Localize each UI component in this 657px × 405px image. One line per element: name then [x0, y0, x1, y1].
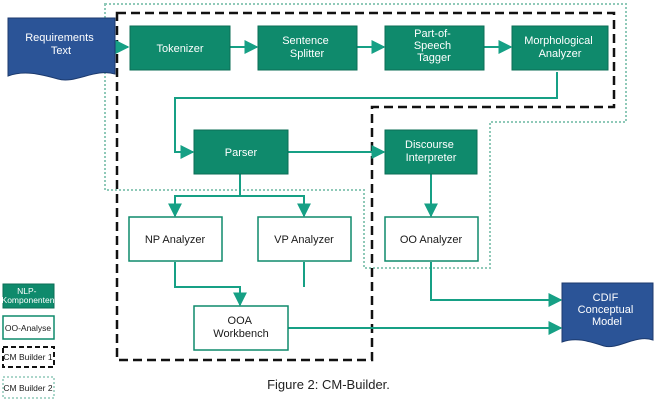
cdif-line-3: Model	[592, 316, 622, 328]
discourse-interpreter-node: Discourse Interpreter	[384, 129, 478, 175]
ooa-workbench-line-2: Workbench	[213, 328, 268, 340]
cdif-line-1: CDIF	[593, 292, 619, 304]
pos-tagger-line-2: Speech	[414, 40, 451, 52]
legend-oo-label: OO-Analyse	[5, 323, 52, 333]
arrow-parser-vp	[240, 195, 311, 218]
tokenizer-node: Tokenizer	[129, 25, 231, 71]
arrow-parser-np	[168, 174, 241, 218]
np-analyzer-label: NP Analyzer	[145, 234, 206, 246]
legend-oo: OO-Analyse	[2, 315, 55, 340]
ooa-workbench-line-1: OOA	[228, 315, 253, 327]
svg-text:Sentence Splitter: Sentence Splitter	[282, 35, 332, 60]
cdif-conceptual-model-node: CDIF Conceptual Model	[561, 282, 654, 348]
svg-text:Requirements Text: Requirements Text	[25, 32, 97, 57]
sentence-splitter-line-2: Splitter	[290, 48, 325, 60]
legend-nlp-line-2: Komponenten	[2, 295, 55, 305]
morphological-analyzer-line-2: Analyzer	[539, 48, 582, 60]
sentence-splitter-node: Sentence Splitter	[257, 25, 358, 71]
cm-builder-1-boundary	[115, 11, 616, 362]
vp-analyzer-label: VP Analyzer	[274, 234, 334, 246]
connectors	[115, 40, 563, 335]
legend-cm2-label: CM Builder 2	[3, 383, 52, 393]
ooa-workbench-node: OOA Workbench	[193, 305, 289, 351]
sentence-splitter-line-1: Sentence	[282, 35, 328, 47]
legend-cm2: CM Builder 2	[2, 376, 55, 399]
cm-builder-2-boundary	[104, 3, 627, 269]
discourse-interpreter-line-2: Interpreter	[406, 152, 457, 164]
discourse-interpreter-line-1: Discourse	[405, 139, 454, 151]
svg-text:Discourse Interpreter: Discourse Interpreter	[405, 139, 457, 164]
vp-analyzer-node: VP Analyzer	[257, 216, 352, 262]
np-analyzer-node: NP Analyzer	[128, 216, 223, 262]
legend: NLP- Komponenten OO-Analyse CM Builder 1…	[2, 283, 55, 399]
pos-tagger-line-1: Part-of-	[414, 28, 451, 40]
legend-nlp: NLP- Komponenten	[2, 283, 55, 309]
arrow-morph-parser	[174, 72, 558, 159]
arrow-oo-cdif	[430, 262, 563, 307]
svg-text:Morphological Analyzer: Morphological Analyzer	[524, 35, 596, 60]
pos-tagger-line-3: Tagger	[417, 52, 451, 64]
legend-cm1: CM Builder 1	[2, 346, 55, 368]
morphological-analyzer-node: Morphological Analyzer	[511, 25, 609, 71]
oo-analyzer-node: OO Analyzer	[384, 216, 479, 262]
requirements-text-line-2: Text	[51, 45, 71, 57]
parser-label: Parser	[225, 147, 258, 159]
arrow-np-workbench	[174, 262, 247, 307]
legend-cm1-label: CM Builder 1	[3, 352, 52, 362]
requirements-text-line-1: Requirements	[25, 32, 94, 44]
figure-caption: Figure 2: CM-Builder.	[267, 377, 390, 392]
svg-text:Part-of- Speech Ta: Part-of- Speech Tagger	[414, 28, 454, 64]
tokenizer-label: Tokenizer	[156, 43, 203, 55]
pos-tagger-node: Part-of- Speech Tagger	[384, 25, 485, 71]
parser-node: Parser	[193, 129, 289, 175]
svg-text:CDIF Conceptual Mo: CDIF Conceptual Model	[578, 292, 637, 328]
morphological-analyzer-line-1: Morphological	[524, 35, 592, 47]
cdif-line-2: Conceptual	[578, 304, 634, 316]
requirements-text-node: Requirements Text	[7, 17, 116, 81]
svg-text:OOA Workbench: OOA Workbench	[213, 315, 268, 340]
legend-nlp-line-1: NLP-	[17, 286, 37, 296]
svg-text:NLP- Komponenten: NLP- Komponenten	[2, 286, 55, 305]
oo-analyzer-label: OO Analyzer	[400, 234, 463, 246]
